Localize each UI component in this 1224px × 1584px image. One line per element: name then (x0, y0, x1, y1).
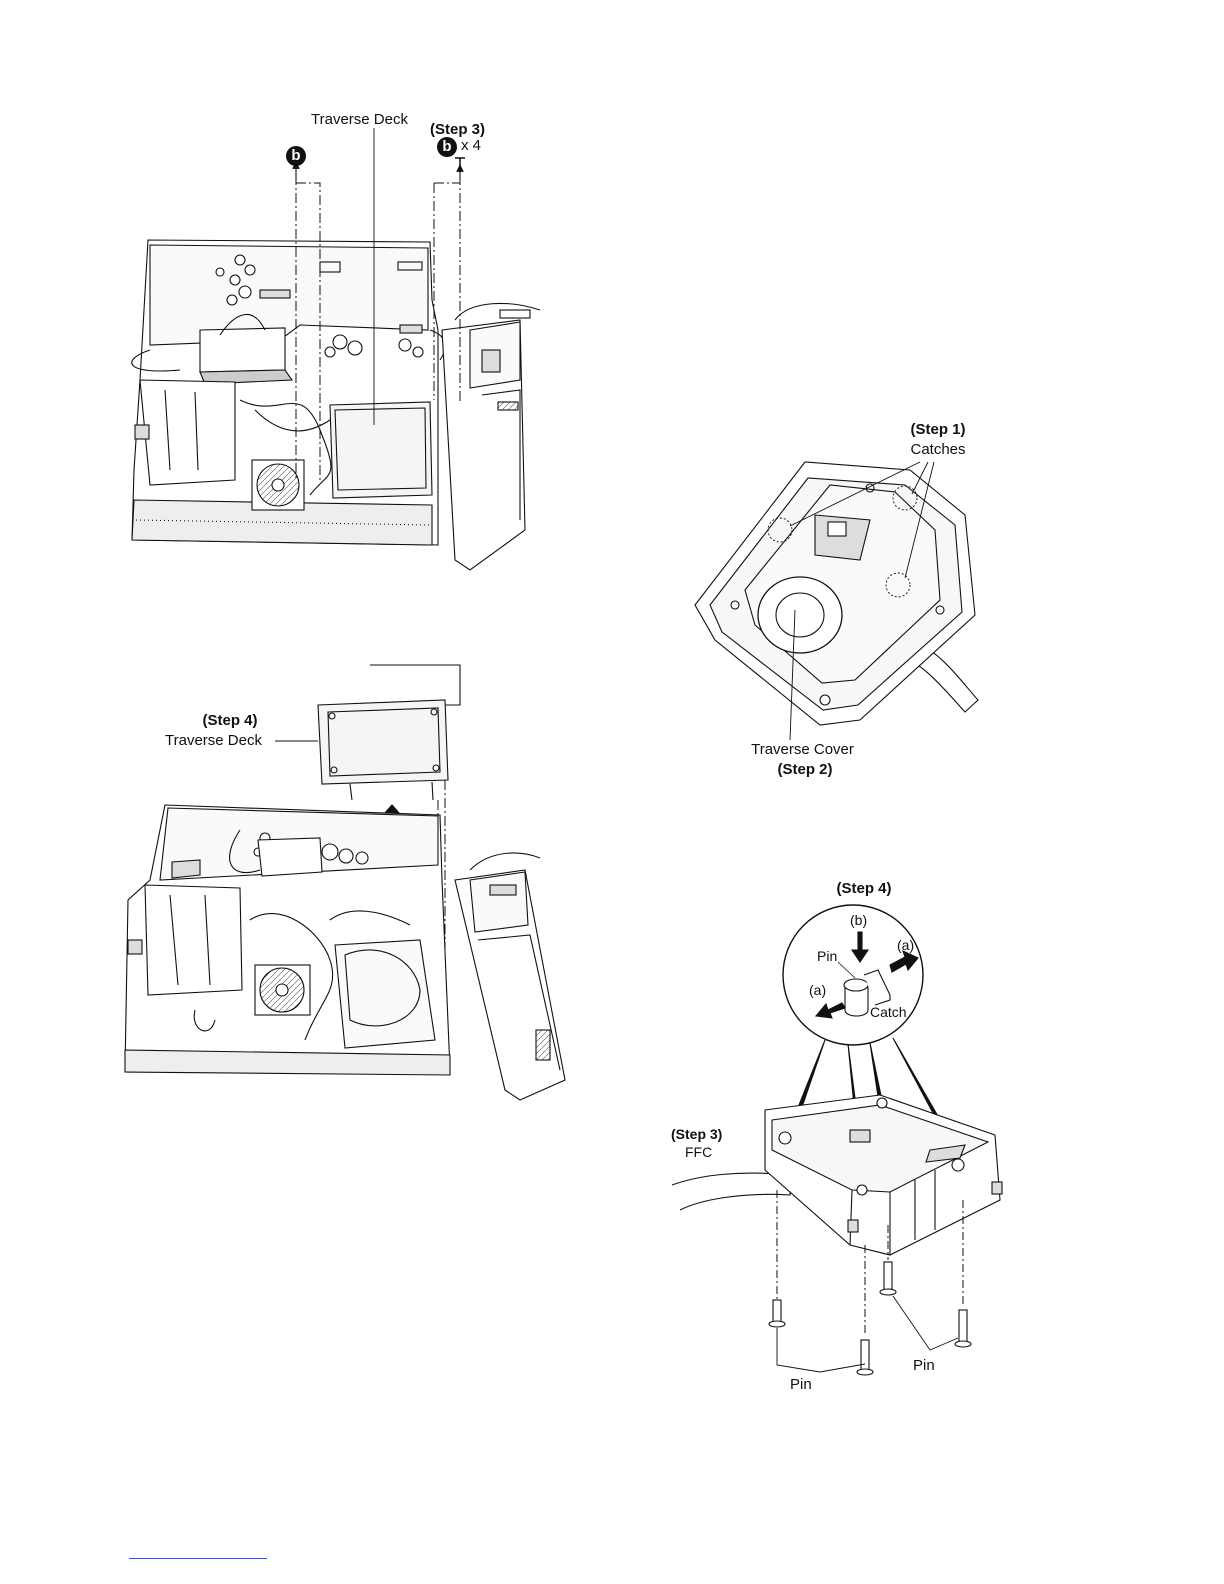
figure-3-traverse-cover (695, 462, 978, 740)
fig4-b-label: (b) (850, 912, 867, 929)
fig4-step3-label: (Step 3) (671, 1126, 722, 1143)
fig2-step4-label: (Step 4) (180, 712, 280, 729)
fig1-traverse-deck-label: Traverse Deck (311, 111, 408, 128)
fig4-ffc-label: FFC (685, 1144, 712, 1161)
fig2-traverse-deck-label: Traverse Deck (165, 732, 262, 749)
figure-2-remove-traverse-deck (125, 665, 565, 1100)
fig1-screw-count: x 4 (461, 137, 481, 154)
fig4-step4-label: (Step 4) (824, 880, 904, 897)
footer-rule (129, 1558, 267, 1559)
figure-1-main-unit (132, 128, 540, 570)
fig1-step3-label: (Step 3) (430, 121, 485, 138)
fig4-pin-label-bottom: Pin (790, 1376, 812, 1393)
fig4-catch-label: Catch (870, 1004, 907, 1021)
fig3-step1-label: (Step 1) (898, 421, 978, 438)
screw-b-marker-count: b (437, 137, 457, 157)
fig3-traverse-cover-label: Traverse Cover (740, 741, 865, 758)
fig3-catches-label: Catches (898, 441, 978, 458)
screw-b-marker: b (286, 146, 306, 166)
fig4-a-label-right: (a) (897, 937, 914, 954)
fig4-pin-label-detail: Pin (817, 948, 837, 965)
fig4-pin-label-right: Pin (913, 1357, 935, 1374)
fig3-step2-label: (Step 2) (760, 761, 850, 778)
fig4-a-label-left: (a) (809, 982, 826, 999)
